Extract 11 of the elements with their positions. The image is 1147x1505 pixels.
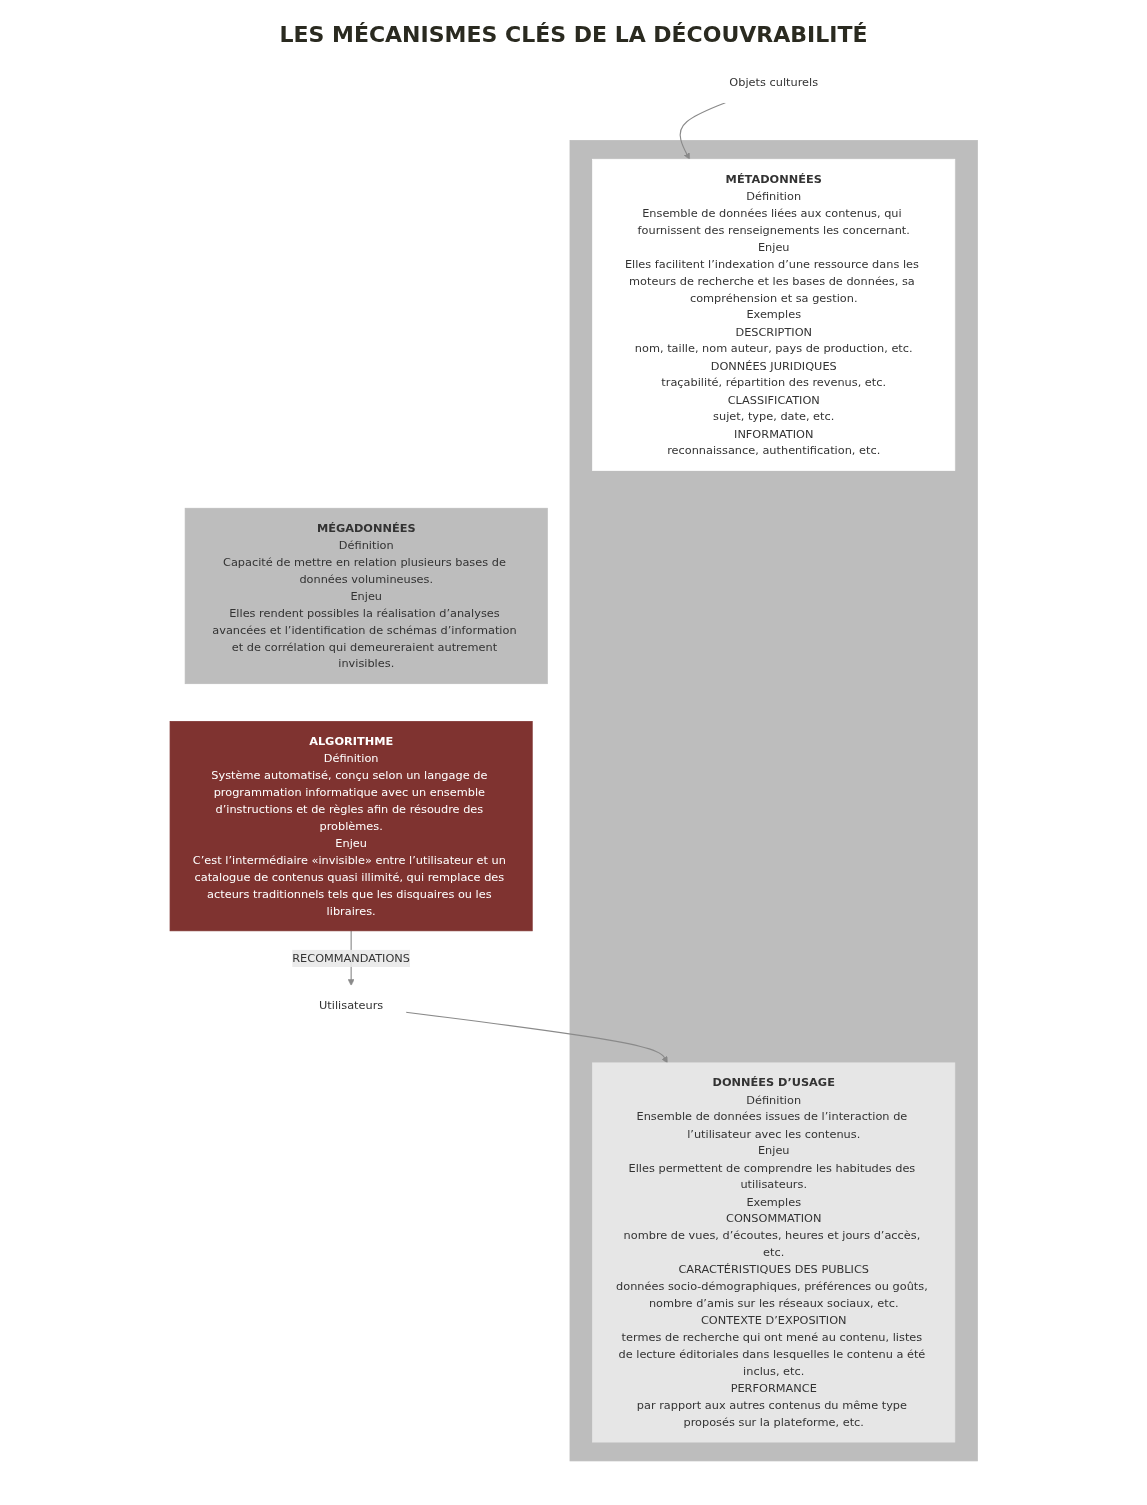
- node-box: DONNÉES D’USAGE Définition Ensemble de données issues de l’interaction de l’utilisateur avec les contenus. Enjeu Elles permettent de comprendre les habitudes des utilisateurs. Exemples CONSOMMATION nombre de vues, d’écoutes, heures et jours d’accès, etc. CARACTÉRISTIQUES DES PUBLICS données socio-démographiques, préférences ou goûts, nombre d’amis sur les réseaux sociaux, etc. CONTEXTE D’EXPOSITION termes de recherche qui ont mené au contenu, listes de lecture éditoriales dans lesquelles le contenu a été inclus, etc. PERFORMANCE par rapport aux autres contenus du même type proposés sur la plateforme, etc.: [592, 1062, 955, 1443]
- node-text: Utilisateurs: [318, 998, 383, 1012]
- arrow: [679, 102, 726, 160]
- node-box: MÉTADONNÉES Définition Ensemble de données liées aux contenus, qui fournissent des renseignements les concernant. Enjeu Elles facilitent l’indexation d’une ressource dans les moteurs de recherche et les bases de données, sa compréhension et sa gestion. Exemples DESCRIPTION nom, taille, nom auteur, pays de production, etc. DONNÉES JURIDIQUES traçabilité, répartition des revenus, etc. CLASSIFICATION sujet, type, date, etc. INFORMATION reconnaissance, authentification, etc.: [592, 158, 955, 471]
- node-box: ALGORITHME Définition Système automatisé, conçu selon un langage de programmation informatique avec un ensemble d’instructions et de règles afin de résoudre des problèmes. Enjeu C’est l’intermédiaire «invisible» entre l’utilisateur et un catalogue de contenus quasi illimité, qui remplace des acteurs traditionnels tels que les disquaires ou les libraires.: [169, 721, 533, 932]
- edge-label: RECOMMANDATIONS: [292, 951, 410, 965]
- diagram-title: LES MÉCANISMES CLÉS DE LA DÉCOUVRABILITÉ: [278, 22, 869, 47]
- cluster: [569, 140, 978, 1462]
- node-text: Objets culturels: [729, 75, 818, 90]
- node-box: MÉGADONNÉES Définition Capacité de mettre en relation plusieurs bases de données volumineuses. Enjeu Elles rendent possibles la réalisation d’analyses avancées et l’identification de schémas d’information et de corrélation qui demeureraient autrement invisibles.: [184, 507, 548, 685]
- arrow: [405, 1011, 668, 1064]
